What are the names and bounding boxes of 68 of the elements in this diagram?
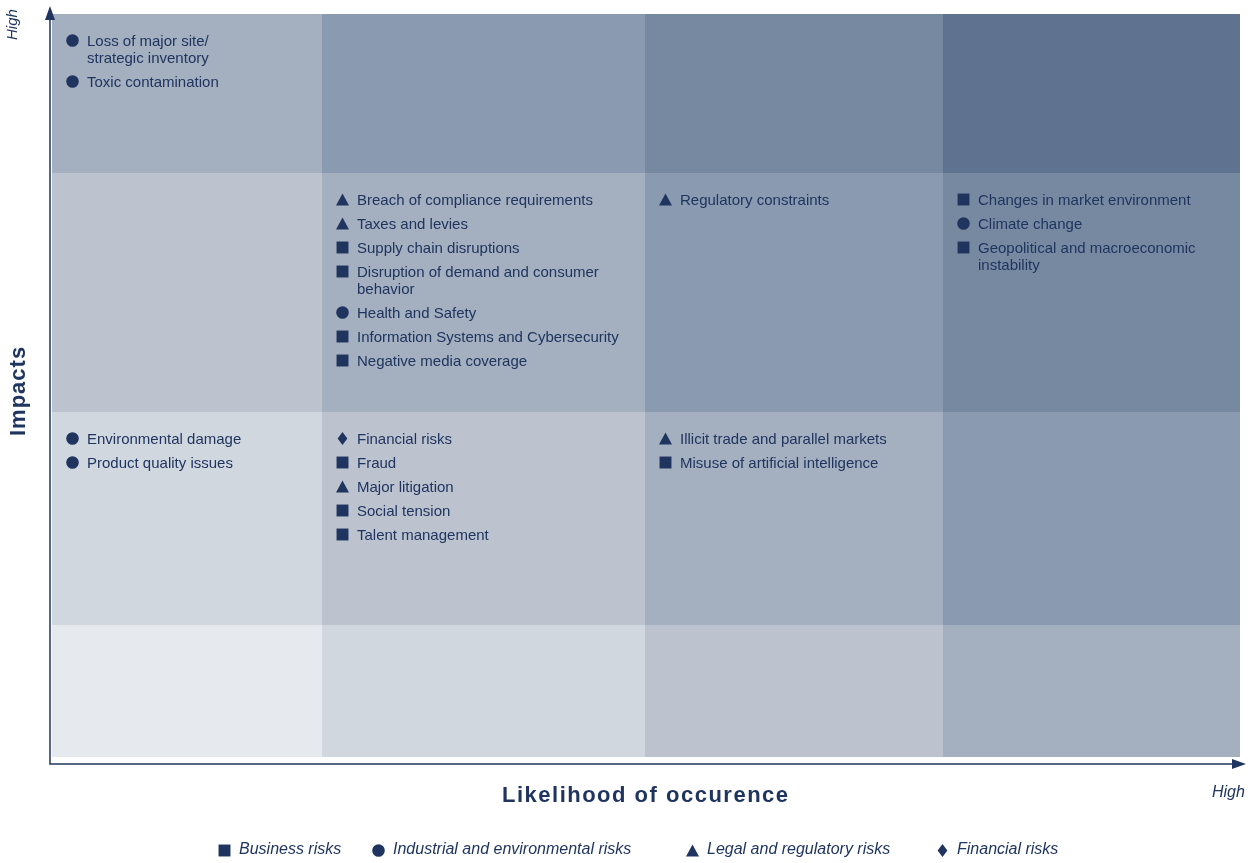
- square-icon: [957, 193, 970, 206]
- triangle-icon: [336, 217, 349, 230]
- risk-item: Breach of compliance requirements: [357, 191, 593, 208]
- matrix-cell: [645, 412, 943, 625]
- risk-item: Changes in market environment: [978, 191, 1191, 208]
- risk-item: Financial risks: [357, 430, 453, 447]
- risk-item: Loss of major site/ strategic inventory: [87, 32, 257, 66]
- square-icon: [957, 241, 970, 254]
- risk-item: Talent management: [357, 526, 489, 543]
- risk-item: Product quality issues: [87, 454, 233, 471]
- matrix-cell: [645, 14, 943, 173]
- axis-end-label: High: [3, 9, 20, 40]
- triangle-icon: [659, 193, 672, 206]
- square-icon: [336, 504, 349, 517]
- risk-item: Social tension: [357, 502, 451, 519]
- legend-label: Industrial and environmental risks: [393, 840, 632, 858]
- square-icon: [336, 241, 349, 254]
- matrix-cell: [322, 625, 645, 757]
- triangle-icon: [336, 480, 349, 493]
- circle-icon: [66, 75, 79, 88]
- risk-item: Illicit trade and parallel markets: [680, 430, 887, 447]
- matrix-cell: [943, 14, 1240, 173]
- risk-item: Fraud: [357, 454, 397, 471]
- matrix-cell: [943, 173, 1240, 412]
- matrix-cell: [322, 412, 645, 625]
- matrix-cell: [322, 173, 645, 412]
- risk-item: Disruption of demand and consumer behavior: [357, 263, 631, 297]
- risk-item: Taxes and levies: [357, 215, 468, 232]
- matrix-cell: [645, 173, 943, 412]
- axis-title: Impacts: [5, 345, 31, 436]
- risk-item: Regulatory constraints: [680, 191, 830, 208]
- matrix-cell: [52, 14, 322, 173]
- axis-title: Likelihood of occurence: [502, 782, 790, 808]
- circle-icon: [66, 456, 79, 469]
- matrix-cell: [943, 625, 1240, 757]
- square-icon: [659, 456, 672, 469]
- risk-item: Negative media coverage: [357, 352, 528, 369]
- risk-item: Supply chain disruptions: [357, 239, 520, 256]
- matrix-cell: [322, 14, 645, 173]
- risk-item: Environmental damage: [87, 430, 242, 447]
- circle-icon: [66, 34, 79, 47]
- legend-label: Business risks: [239, 840, 342, 858]
- square-icon: [336, 265, 349, 278]
- diamond-icon: [336, 432, 349, 445]
- matrix-cell: [52, 625, 322, 757]
- matrix-cell: [943, 412, 1240, 625]
- risk-item: Geopolitical and macroeconomic instability: [978, 239, 1226, 273]
- square-icon: [336, 354, 349, 367]
- circle-icon: [336, 306, 349, 319]
- matrix-cell: [52, 412, 322, 625]
- legend-label: Legal and regulatory risks: [707, 840, 891, 858]
- square-icon: [336, 330, 349, 343]
- matrix-cell: [645, 625, 943, 757]
- risk-item: Toxic contamination: [87, 73, 219, 90]
- triangle-icon: [659, 432, 672, 445]
- risk-item: Misuse of artificial intelligence: [680, 454, 879, 471]
- triangle-icon: [336, 193, 349, 206]
- matrix-cell: [52, 173, 322, 412]
- circle-icon: [66, 432, 79, 445]
- risk-item: Information Systems and Cybersecurity: [357, 328, 619, 345]
- square-icon: [336, 528, 349, 541]
- circle-icon: [957, 217, 970, 230]
- risk-item: Health and Safety: [357, 304, 477, 321]
- risk-item: Major litigation: [357, 478, 454, 495]
- axis-end-label: High: [1212, 783, 1245, 801]
- risk-item: Climate change: [978, 215, 1083, 232]
- legend-label: Financial risks: [957, 840, 1059, 858]
- square-icon: [336, 456, 349, 469]
